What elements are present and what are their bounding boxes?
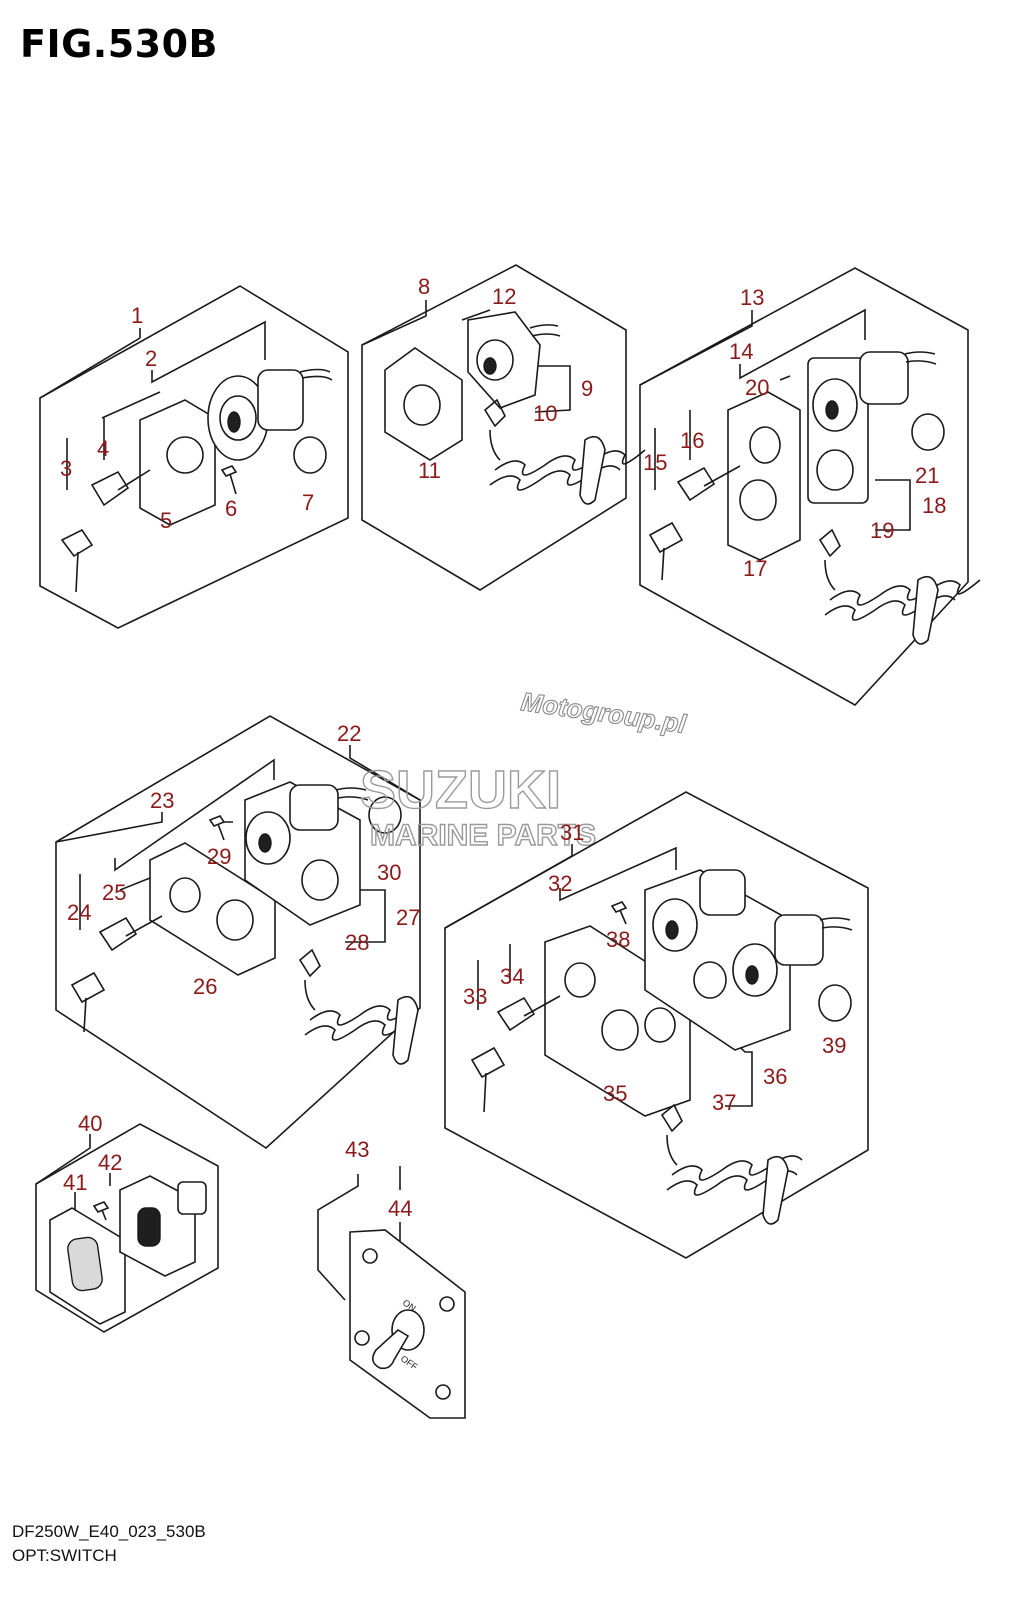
toggle-lever xyxy=(372,1329,410,1370)
watermark-sub: MARINE PARTS xyxy=(370,819,596,852)
label-38: 38 xyxy=(606,927,630,952)
label-20: 20 xyxy=(745,375,769,400)
label-44: 44 xyxy=(388,1196,412,1221)
label-14: 14 xyxy=(729,339,753,364)
lanyard-clip xyxy=(483,398,506,461)
label-6: 6 xyxy=(225,496,237,521)
figure-code: DF250W_E40_023_530B xyxy=(12,1522,206,1541)
label-27: 27 xyxy=(396,905,420,930)
trim-rocker xyxy=(67,1236,103,1292)
label-40: 40 xyxy=(78,1111,102,1136)
group-1-outline xyxy=(39,285,349,629)
figure-title: FIG.530B xyxy=(20,22,219,66)
group-1-main-switch-single: 1 2 3 4 5 6 7 xyxy=(39,285,349,629)
label-24: 24 xyxy=(67,900,91,925)
group-7-toggle-switch: ON OFF 43 44 xyxy=(317,1137,466,1419)
group-2-outline xyxy=(361,264,627,591)
group-6-outline xyxy=(35,1123,219,1333)
label-33: 33 xyxy=(463,984,487,1009)
key-hole-ring xyxy=(166,436,204,474)
label-7: 7 xyxy=(302,490,314,515)
label-12: 12 xyxy=(492,284,516,309)
label-30: 30 xyxy=(377,860,401,885)
label-16: 16 xyxy=(680,428,704,453)
group-4-dual-main-switch: 22 23 24 25 26 27 28 29 30 xyxy=(55,715,421,1150)
label-42: 42 xyxy=(98,1150,122,1175)
stop-panel-hole xyxy=(403,384,441,426)
group-5-triple-switch: 31 32 33 34 35 36 37 38 39 xyxy=(444,791,869,1259)
label-41: 41 xyxy=(63,1170,87,1195)
dual-panel-plate xyxy=(727,391,801,561)
label-5: 5 xyxy=(160,508,172,533)
label-29: 29 xyxy=(207,844,231,869)
label-39: 39 xyxy=(822,1033,846,1058)
figure-name: OPT:SWITCH xyxy=(12,1546,117,1565)
label-36: 36 xyxy=(763,1064,787,1089)
screw-6 xyxy=(220,465,238,495)
label-23: 23 xyxy=(150,788,174,813)
group-5-outline xyxy=(444,791,869,1259)
watermark-brand: SUZUKI xyxy=(360,760,561,820)
group-3-outline xyxy=(639,267,969,707)
label-37: 37 xyxy=(712,1090,736,1115)
lanyard-coil xyxy=(494,449,646,476)
label-31: 31 xyxy=(560,820,584,845)
dual-wide-cap xyxy=(368,796,402,834)
label-4: 4 xyxy=(97,436,109,461)
label-34: 34 xyxy=(500,964,524,989)
label-2: 2 xyxy=(145,346,157,371)
label-28: 28 xyxy=(345,930,369,955)
dual-wide-panel xyxy=(149,842,276,976)
label-19: 19 xyxy=(870,518,894,543)
group-4-outline xyxy=(55,715,421,1150)
key-fob xyxy=(90,470,130,507)
dual-switch-body xyxy=(859,351,909,405)
label-1: 1 xyxy=(131,303,143,328)
label-21: 21 xyxy=(915,463,939,488)
key-spare xyxy=(60,528,94,558)
group-7-bracket xyxy=(317,1174,359,1301)
label-35: 35 xyxy=(603,1081,627,1106)
label-8: 8 xyxy=(418,274,430,299)
group-6-trim-switch: 40 41 42 xyxy=(35,1111,219,1333)
label-3: 3 xyxy=(60,456,72,481)
label-25: 25 xyxy=(102,880,126,905)
lanyard-snap xyxy=(579,435,606,505)
triple-cap xyxy=(818,984,852,1022)
label-15: 15 xyxy=(643,450,667,475)
switch-body xyxy=(257,369,304,431)
label-18: 18 xyxy=(922,493,946,518)
dual-switch-cap xyxy=(911,413,945,451)
group-3-main-switch-with-stop: 13 14 15 16 17 18 19 20 21 xyxy=(639,267,981,707)
label-10: 10 xyxy=(533,401,557,426)
group-2-stop-switch: 8 9 10 11 12 xyxy=(361,264,646,591)
label-13: 13 xyxy=(740,285,764,310)
label-11: 11 xyxy=(418,458,441,483)
label-9: 9 xyxy=(581,376,593,401)
watermark-motogroup: Motogroup.pl xyxy=(519,686,688,739)
wire-lead xyxy=(299,368,333,381)
label-26: 26 xyxy=(193,974,217,999)
label-43: 43 xyxy=(345,1137,369,1162)
label-17: 17 xyxy=(743,556,767,581)
switch-cap xyxy=(293,436,327,474)
label-32: 32 xyxy=(548,871,572,896)
label-22: 22 xyxy=(337,721,361,746)
